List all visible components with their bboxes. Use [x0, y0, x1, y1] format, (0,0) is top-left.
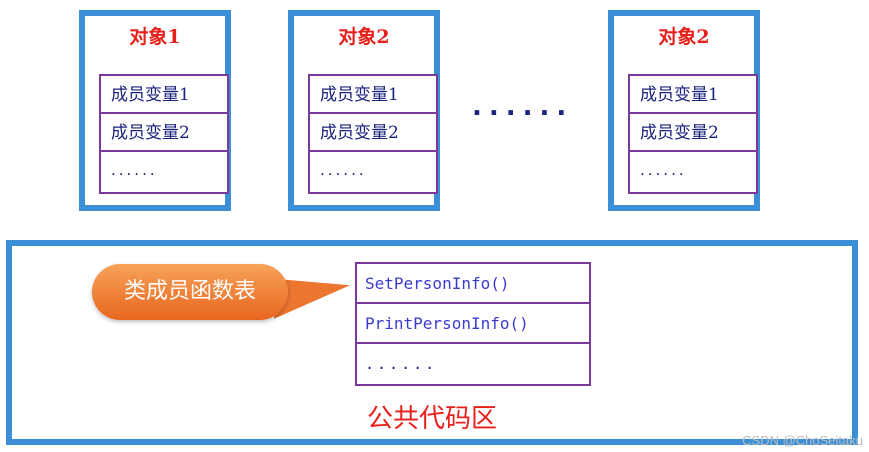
- member-variable-row: ......: [320, 161, 367, 179]
- object-title: 对象2: [658, 26, 710, 48]
- callout-label: 类成员函数表: [123, 279, 256, 304]
- member-function-row: PrintPersonInfo(): [357, 304, 589, 344]
- object-title: 对象1: [129, 26, 181, 48]
- member-variable-table: 成员变量1 成员变量2 ......: [99, 74, 229, 194]
- member-variable-row: 成员变量1: [310, 76, 436, 114]
- object-box-2: 对象2 成员变量1 成员变量2 ......: [288, 10, 440, 211]
- public-code-area: 类成员函数表 SetPersonInfo() PrintPersonInfo()…: [6, 240, 858, 445]
- member-variable-row: 成员变量2: [630, 114, 756, 152]
- member-variable-row: ......: [111, 161, 158, 179]
- member-function-row: ......: [365, 355, 438, 373]
- member-variable-table: 成员变量1 成员变量2 ......: [308, 74, 438, 194]
- object-box-3: 对象2 成员变量1 成员变量2 ......: [608, 10, 760, 211]
- member-variable-row: 成员变量1: [101, 76, 227, 114]
- member-variable-table: 成员变量1 成员变量2 ......: [628, 74, 758, 194]
- member-variable-row: 成员变量1: [630, 76, 756, 114]
- code-area-label: 公共代码区: [366, 404, 497, 434]
- object-box-1: 对象1 成员变量1 成员变量2 ......: [79, 10, 231, 211]
- object-title: 对象2: [338, 26, 390, 48]
- member-variable-row: ......: [640, 161, 687, 179]
- member-function-table: SetPersonInfo() PrintPersonInfo() ......: [355, 262, 591, 386]
- member-variable-row: 成员变量2: [101, 114, 227, 152]
- member-variable-row: 成员变量2: [310, 114, 436, 152]
- callout-bubble: 类成员函数表: [92, 264, 288, 320]
- member-function-row: SetPersonInfo(): [357, 264, 589, 304]
- objects-ellipsis: ......: [472, 92, 574, 122]
- watermark: CSDN @ChoSeitaku: [742, 433, 863, 448]
